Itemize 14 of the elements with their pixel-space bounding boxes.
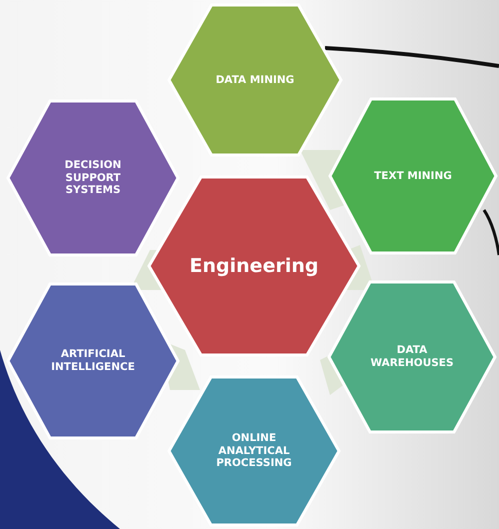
hexagon-label: DATA WAREHOUSES [369,344,455,370]
hexagon [148,176,360,356]
hexagon-label: ARTIFICIAL INTELLIGENCE [50,348,136,374]
hexagon-label: ONLINE ANALYTICAL PROCESSING [215,432,293,470]
hexagon [329,98,497,254]
hexagon [168,4,342,156]
hexagon-label: DECISION SUPPORT SYSTEMS [64,159,122,197]
hexagon [7,283,179,439]
hexagon [328,281,496,433]
hexagon-label: DATA MINING [214,74,296,86]
hexagon-label: TEXT MINING [373,170,453,182]
hexagon-label: Engineering [188,254,320,278]
hexagon [7,100,179,256]
hexagon [168,376,340,526]
